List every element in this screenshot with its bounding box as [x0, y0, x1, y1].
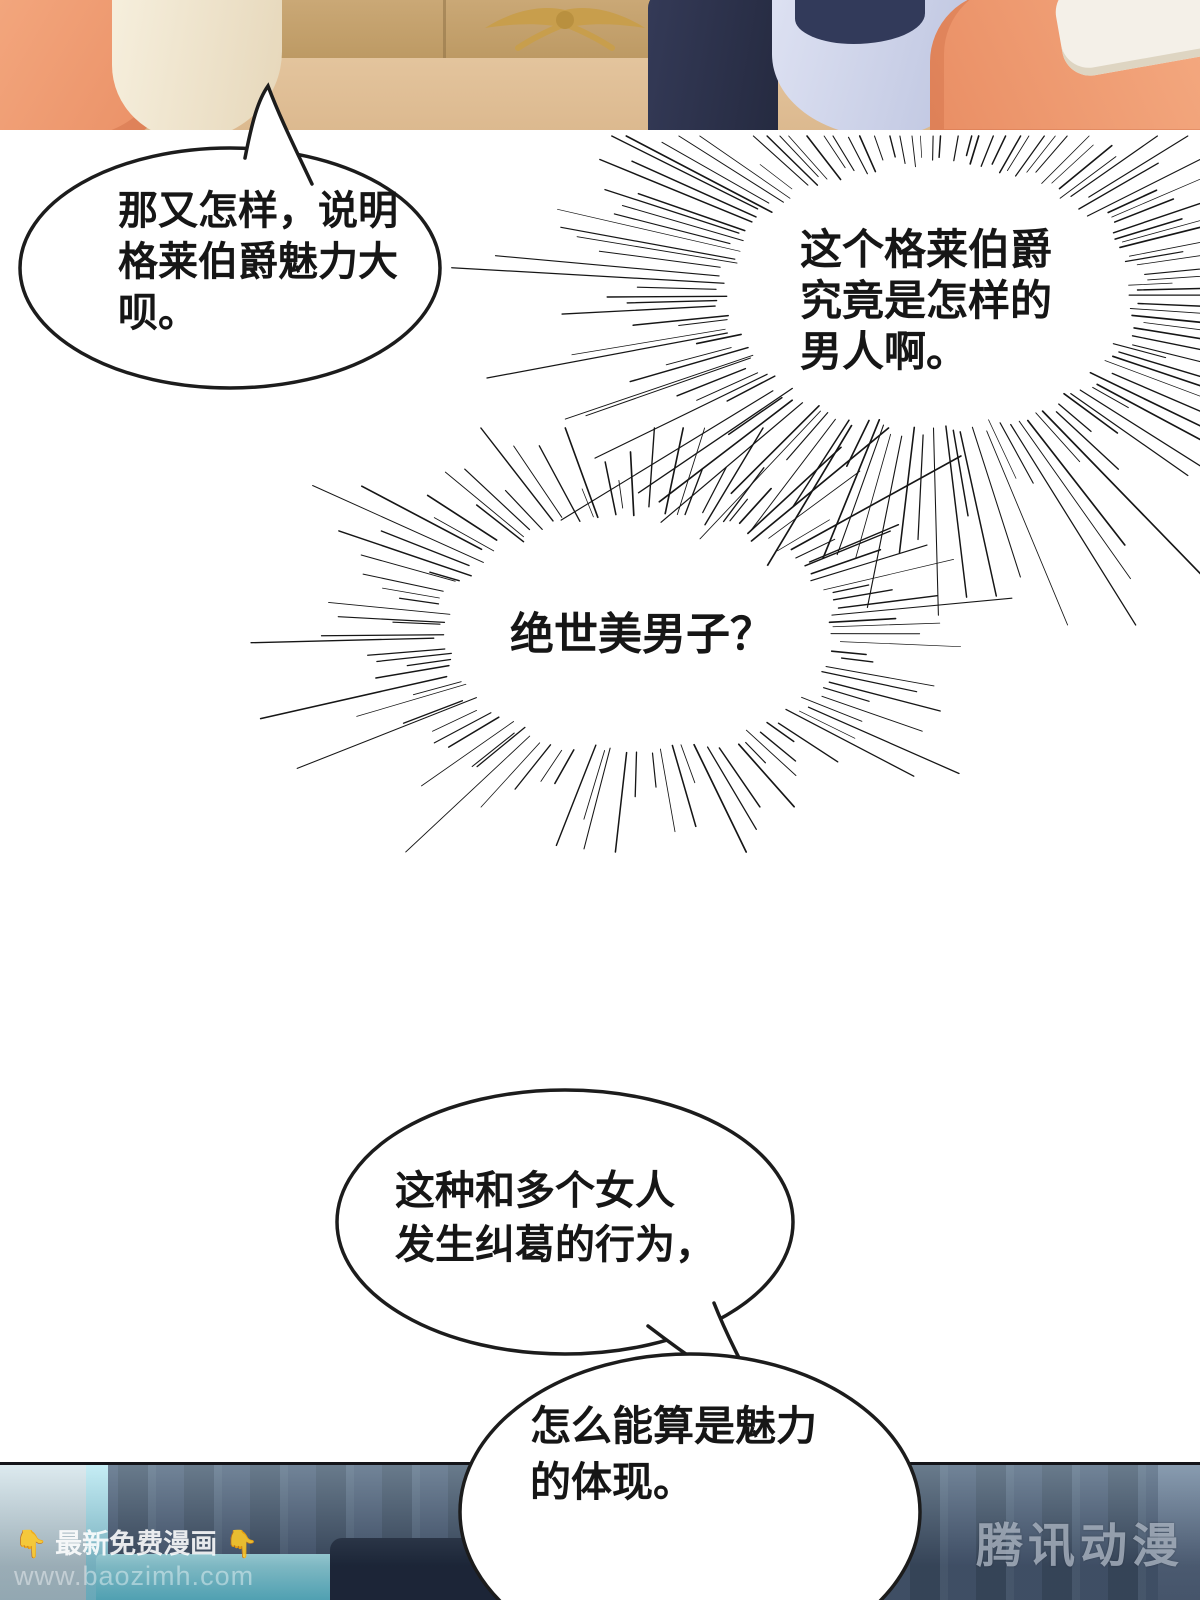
figure-cream-dress	[112, 0, 282, 130]
speech-line: 这种和多个女人	[395, 1169, 675, 1213]
watermark-right-logo: 腾讯动漫	[976, 1519, 1184, 1572]
speech-line: 的体现。	[530, 1459, 694, 1505]
gold-ornament	[485, 8, 645, 51]
speedlines-right-burst	[451, 135, 1200, 626]
speech-text-right: 这个格莱伯爵 究竟是怎样的 男人啊。	[800, 224, 1052, 377]
speech-text-left: 那又怎样，说明 格莱伯爵魅力大 呗。	[118, 186, 398, 339]
speech-text-lower: 这种和多个女人 发生纠葛的行为，	[395, 1164, 715, 1272]
speech-bubble-lower-tail	[648, 1303, 762, 1402]
watermark-left-title: 👇 最新免费漫画 👇	[14, 1529, 259, 1559]
speech-line: 究竟是怎样的	[800, 277, 1053, 324]
speech-text-bottom: 怎么能算是魅力 的体现。	[530, 1398, 817, 1510]
right-wall-edge	[1158, 1465, 1200, 1600]
window-light	[0, 1465, 92, 1600]
watermark-left: 👇 最新免费漫画 👇 www.baozimh.com	[14, 1528, 258, 1592]
speech-bubble-lower-tail-edge	[646, 1301, 767, 1407]
speech-line: 发生纠葛的行为，	[395, 1223, 715, 1267]
cyan-floor-light	[96, 1554, 376, 1600]
speech-line: 那又怎样，说明	[118, 189, 398, 233]
figure-dark-suit	[648, 0, 778, 130]
speech-text-middle: 绝世美男子？	[510, 610, 774, 660]
top-panel-artwork	[0, 0, 1200, 130]
watermark-left-url: www.baozimh.com	[14, 1561, 255, 1591]
speech-line: 男人啊。	[800, 328, 969, 375]
speech-line: 绝世美男子？	[510, 610, 774, 659]
speech-line: 格莱伯爵魅力大	[118, 240, 398, 284]
speech-line: 这个格莱伯爵	[800, 226, 1053, 273]
wall-molding-line	[443, 0, 446, 58]
speech-line: 怎么能算是魅力	[530, 1403, 817, 1449]
speech-line: 呗。	[118, 291, 198, 335]
